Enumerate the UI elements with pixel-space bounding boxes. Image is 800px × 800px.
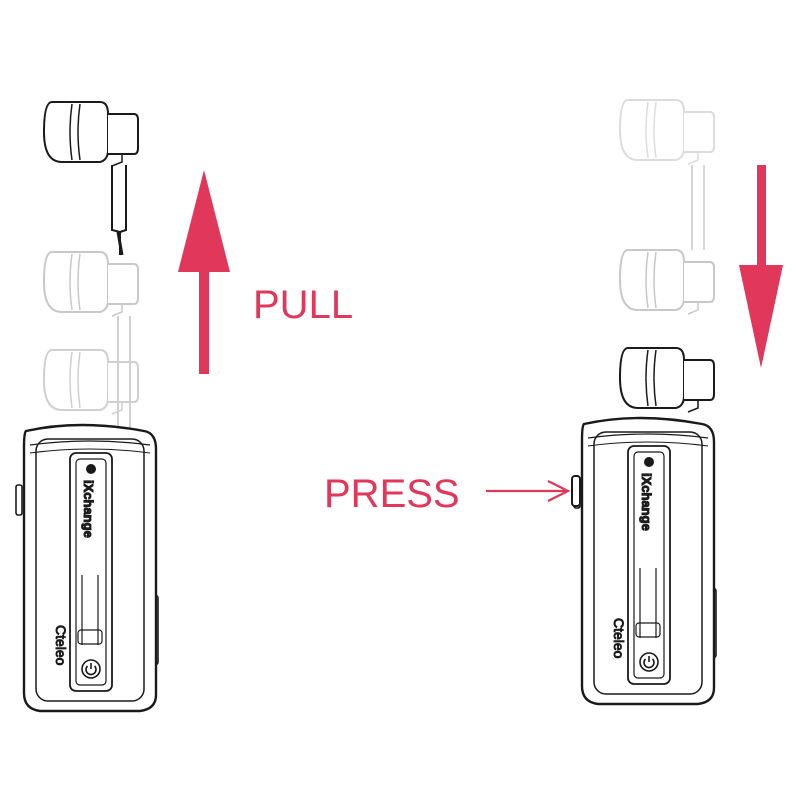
power-icon: [81, 659, 101, 679]
earbud-docked-icon: [619, 347, 715, 413]
arrow-down-icon: [739, 165, 783, 368]
arrow-right-icon: [486, 480, 571, 502]
earbud-ghost-top-icon: [619, 99, 715, 165]
earbud-ghost-low-icon: [43, 349, 139, 415]
earbud-ghost-mid-icon: [619, 249, 715, 315]
right-device: iXchange Cteleo: [571, 416, 718, 706]
device-logo-right: Cteleo: [611, 618, 627, 659]
left-device-group: iXchange Cteleo: [14, 101, 160, 713]
power-icon: [639, 652, 659, 672]
left-device: iXchange Cteleo: [14, 423, 160, 713]
press-button[interactable]: [571, 475, 581, 507]
right-device-group: iXchange Cteleo: [571, 99, 718, 706]
earbud-icon: [43, 101, 139, 167]
arrow-up-icon: [178, 170, 230, 374]
press-label: PRESS: [324, 472, 460, 516]
pull-label: PULL: [253, 283, 353, 327]
device-brand-left: iXchange: [81, 480, 96, 538]
earbud-ghost-mid-icon: [43, 251, 139, 317]
brand-dot-icon: [86, 464, 96, 474]
brand-dot-icon: [644, 457, 654, 467]
device-logo-left: Cteleo: [53, 625, 69, 666]
device-brand-right: iXchange: [639, 473, 654, 531]
